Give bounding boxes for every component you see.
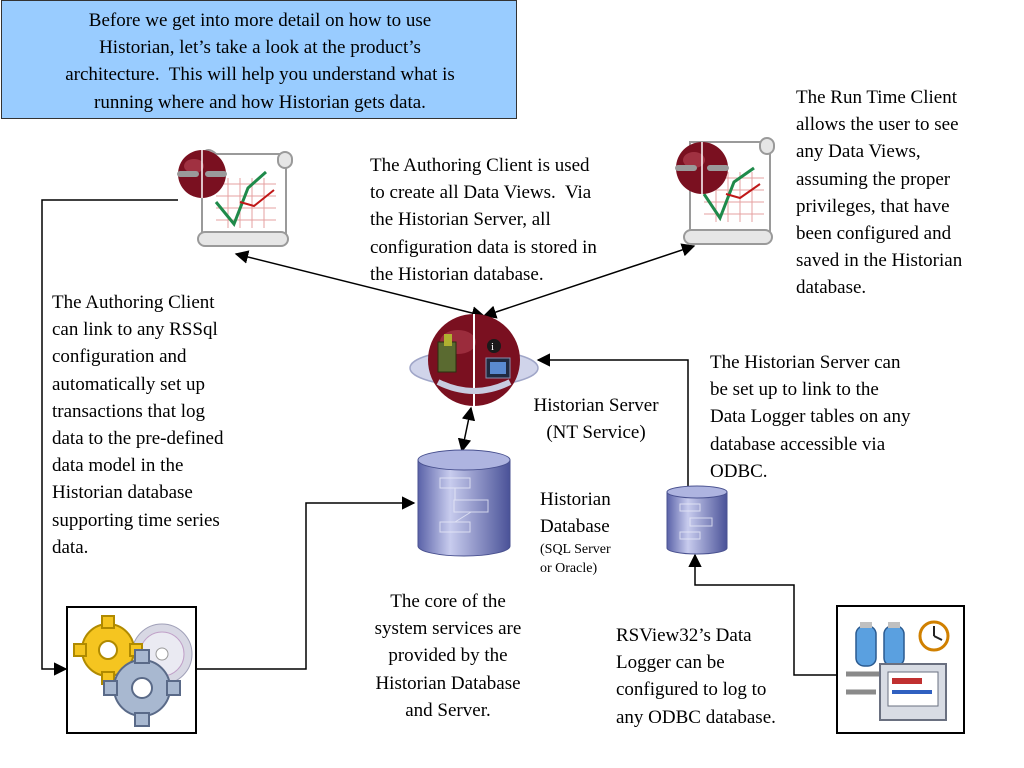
historian-server-globe-icon: i: [409, 314, 539, 406]
svg-text:i: i: [491, 341, 494, 353]
arrow-server-to-database: [457, 406, 476, 453]
run-time-client-note: The Run Time Client allows the user to s…: [796, 87, 963, 299]
historian-server-note: The Historian Server can be set up to li…: [710, 352, 911, 482]
process-monitor-icon: [846, 620, 950, 721]
arrow-server-to-authoring-client: [234, 250, 486, 320]
gears-cd-icon: [73, 615, 193, 727]
odbc-database-cylinder-icon: [666, 485, 728, 555]
historian-server-label: Historian Server (NT Service): [533, 395, 659, 444]
run-time-client-chart-icon: [675, 137, 775, 245]
historian-database-label: Historian Database: [540, 489, 611, 538]
historian-database-cylinder-icon: [417, 449, 511, 557]
arrow-authoring-client-to-rssql: [41, 199, 178, 676]
intro-callout: Before we get into more detail on how to…: [1, 0, 517, 119]
authoring-client-note: The Authoring Client is used to create a…: [370, 155, 597, 285]
historian-database-sublabel: (SQL Server or Oracle): [540, 542, 611, 576]
arrow-odbc-db-to-server: [536, 353, 689, 486]
data-logger-note: RSView32’s Data Logger can be configured…: [616, 625, 776, 728]
core-services-note: The core of the system services are prov…: [374, 591, 522, 721]
arrow-rsview-to-odbc-db: [688, 553, 836, 676]
intro-text: Before we get into more detail on how to…: [65, 10, 455, 113]
authoring-client-chart-icon: [177, 149, 293, 247]
arrow-rssql-to-database: [196, 496, 416, 670]
arrow-server-to-run-time-client: [482, 243, 696, 319]
rssql-note: The Authoring Client can link to any RSS…: [52, 292, 224, 558]
